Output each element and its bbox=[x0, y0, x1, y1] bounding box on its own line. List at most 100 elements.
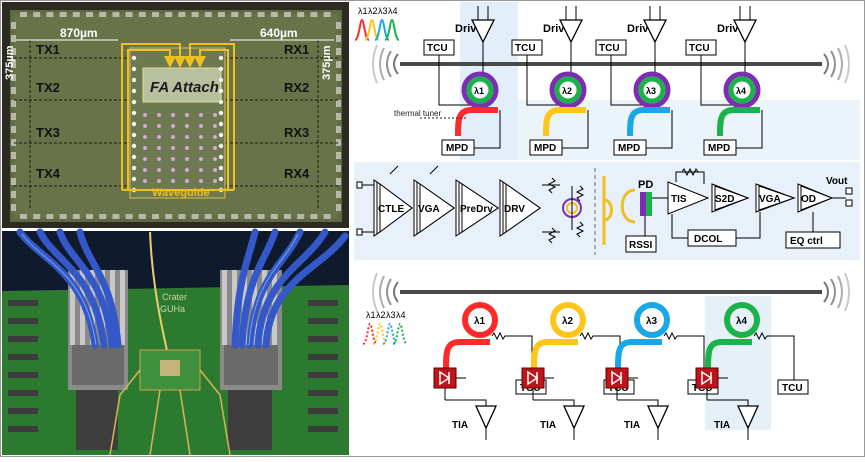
tcu-box bbox=[777, 379, 809, 395]
heater-ring bbox=[633, 71, 671, 109]
driver-triangle bbox=[558, 19, 584, 44]
legend-lambda-4: λ4 bbox=[396, 310, 406, 320]
heater-ring bbox=[723, 71, 761, 109]
drop-waveguide bbox=[627, 107, 670, 137]
tia-triangle bbox=[736, 405, 760, 430]
dim-side-left-label: 375µm bbox=[4, 45, 16, 80]
bond-pads bbox=[11, 12, 341, 219]
driver-triangle bbox=[642, 19, 668, 44]
pcb-traces bbox=[109, 369, 231, 456]
tx-block-label: PreDrv bbox=[460, 204, 493, 215]
ring-lambda: λ2 bbox=[562, 86, 572, 96]
tx3-label: TX3 bbox=[36, 125, 60, 140]
tx-labels: TX1 TX2 TX3 TX4 bbox=[36, 42, 61, 181]
modulator-network bbox=[542, 177, 585, 244]
ring-lambda: λ1 bbox=[474, 316, 486, 327]
heater-ring bbox=[549, 71, 587, 109]
ring-lambda: λ1 bbox=[474, 86, 484, 96]
mpd-label: MPD bbox=[618, 143, 640, 154]
modulator-ring bbox=[466, 76, 494, 104]
modulator-ring bbox=[728, 76, 756, 104]
fiber-strand bbox=[149, 231, 169, 356]
waveguide-routing bbox=[121, 43, 235, 191]
board-photo: Crater GUHa bbox=[2, 228, 349, 456]
rx4-label: RX4 bbox=[284, 166, 310, 181]
pd-label: PD bbox=[638, 179, 653, 191]
ring-lambda: λ3 bbox=[646, 316, 658, 327]
ring-lambda: λ4 bbox=[736, 86, 746, 96]
drop-waveguide bbox=[615, 339, 662, 371]
dim-side-right-label: 375µm bbox=[321, 45, 333, 80]
drop-waveguide bbox=[543, 107, 586, 137]
pad-dots bbox=[131, 55, 224, 193]
legend-lambda-3: λ3 bbox=[386, 310, 396, 320]
drop-ring bbox=[550, 302, 586, 338]
tx-block-label: CTLE bbox=[378, 204, 404, 215]
rx-block-od: OD bbox=[797, 183, 834, 213]
legend-spectrum-1 bbox=[362, 322, 378, 345]
photodiode bbox=[433, 367, 457, 389]
rx-labels: RX1 RX2 RX3 RX4 bbox=[284, 42, 310, 181]
dim-right-label: 640µm bbox=[260, 26, 298, 40]
mpd-label: MPD bbox=[708, 143, 730, 154]
drop-waveguide bbox=[455, 107, 498, 137]
drop-ring bbox=[724, 302, 760, 338]
tia-label: TIA bbox=[452, 420, 468, 431]
tia-triangle bbox=[474, 405, 498, 430]
photodiode-block: PD RSSI bbox=[625, 179, 657, 253]
legend-spectrum-3 bbox=[374, 18, 390, 41]
tx-block-ctle: CTLE bbox=[373, 179, 413, 237]
ring-core bbox=[561, 83, 575, 97]
rx2-label: RX2 bbox=[284, 80, 309, 95]
tx2-label: TX2 bbox=[36, 80, 60, 95]
eq-ctrl-label: EQ ctrl bbox=[790, 236, 823, 247]
legend-lambda-2: λ2 bbox=[368, 6, 378, 16]
tcu-label: TCU bbox=[427, 43, 448, 54]
legend-lambda-3: λ3 bbox=[378, 6, 388, 16]
rx-highlight-column bbox=[705, 296, 771, 430]
rx-channels: λ1TCUTIAλ2TCUTIAλ3TCUTIAλ4TCUTIA bbox=[433, 302, 809, 440]
rx-panel bbox=[352, 262, 863, 455]
tia-label: TIA bbox=[624, 420, 640, 431]
rssi-box bbox=[625, 235, 657, 253]
tcu-label: TCU bbox=[689, 43, 710, 54]
tx4-label: TX4 bbox=[36, 166, 61, 181]
tx-channels: DriverTCUλ1MPDDriverTCUλ2MPDDriverTCUλ3M… bbox=[423, 6, 763, 156]
photodiode bbox=[605, 367, 629, 389]
chip-die bbox=[160, 360, 180, 376]
tx-block-predrv: PreDrv bbox=[455, 179, 499, 237]
pcb-label-bottom: GUHa bbox=[160, 304, 185, 314]
tx-radiation-arcs bbox=[372, 44, 850, 84]
rx-block-label: VGA bbox=[759, 194, 781, 205]
legend-lambda-4: λ4 bbox=[388, 6, 398, 16]
dim-left-label: 870µm bbox=[60, 26, 98, 40]
drop-ring bbox=[634, 302, 670, 338]
tcu-label: TCU bbox=[782, 383, 803, 394]
eq-ctrl-box bbox=[785, 231, 841, 249]
drop-waveguide bbox=[531, 339, 578, 371]
tia-triangle bbox=[646, 405, 670, 430]
tx-block-vga: VGA bbox=[413, 179, 455, 237]
ring-core bbox=[645, 83, 659, 97]
dcol-label: DCOL bbox=[694, 234, 722, 245]
vout-label: Vout bbox=[826, 176, 848, 187]
legend-spectrum-4 bbox=[384, 18, 400, 41]
thermal-tuner-label: thermal tuner bbox=[394, 109, 441, 118]
rx-radiation-arcs bbox=[372, 272, 850, 312]
rssi-label: RSSI bbox=[629, 240, 653, 251]
tcu-label: TCU bbox=[599, 43, 620, 54]
mpd-label: MPD bbox=[446, 143, 468, 154]
ring-lambda: λ2 bbox=[562, 316, 574, 327]
die-grid-lines bbox=[14, 40, 338, 210]
tx-highlight-region bbox=[460, 2, 860, 160]
modulator-ring bbox=[638, 76, 666, 104]
legend-lambda-1: λ1 bbox=[366, 310, 376, 320]
